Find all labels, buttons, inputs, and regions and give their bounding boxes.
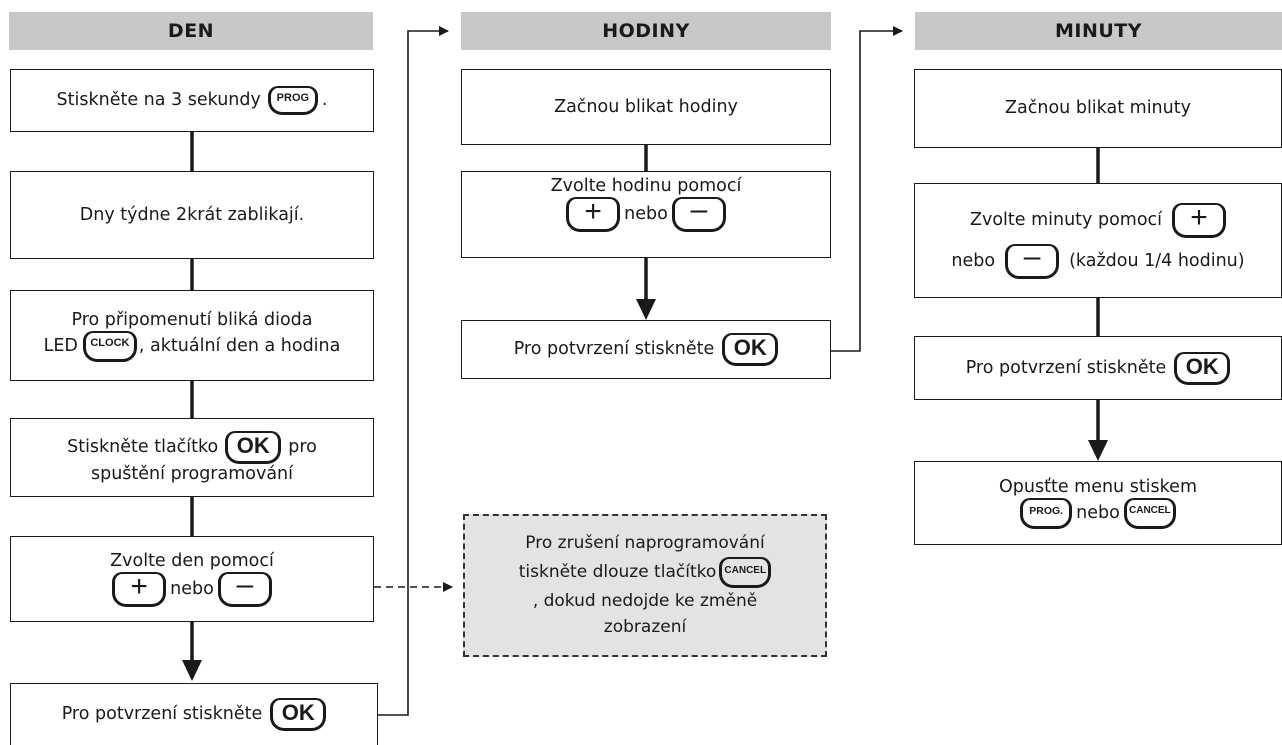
clock-key-icon: CLOCK (82, 330, 137, 362)
hodiny-step-blink: Začnou blikat hodiny (461, 69, 831, 145)
den-to-hodiny-connector (378, 26, 449, 716)
minus-key-icon: – (671, 193, 726, 232)
minuty-step-blink: Začnou blikat minuty (914, 69, 1282, 148)
minus-key-icon: – (217, 568, 272, 607)
hodiny-step-select-hour: Zvolte hodinu pomocí + nebo – (461, 171, 831, 258)
minuty-arrowhead (1088, 440, 1108, 461)
den-step-confirm: Pro potvrzení stiskněte OK (10, 683, 378, 745)
header-hodiny: HODINY (461, 12, 831, 50)
den-step-hold-prog-text: Stiskněte na 3 sekundy (56, 90, 261, 110)
hodiny-step-confirm: Pro potvrzení stiskněte OK (461, 320, 831, 379)
minuty-step-exit-menu: Opusťte menu stiskem PROG. nebo CANCEL (914, 461, 1282, 545)
minuty-step-select-minutes: Zvolte minuty pomocí + nebo – (každou 1/… (914, 183, 1282, 298)
ok-key-icon: OK (270, 698, 327, 731)
header-minuty: MINUTY (915, 12, 1282, 50)
minuty-step-confirm: Pro potvrzení stiskněte OK (914, 336, 1282, 400)
den-step-led-clock: Pro připomenutí bliká dioda LED CLOCK , … (10, 290, 374, 381)
plus-key-icon: + (1172, 201, 1227, 238)
hodiny-arrowhead (636, 299, 656, 320)
cancel-note: Pro zrušení naprogramování tiskněte dlou… (463, 514, 827, 657)
prog-key-icon: PROG. (1020, 498, 1073, 529)
den-step-days-blink: Dny týdne 2krát zablikají. (10, 171, 374, 259)
hodiny-to-minuty-connector (830, 26, 903, 352)
den-step-select-day: Zvolte den pomocí + nebo – (10, 536, 374, 622)
cancel-key-icon: CANCEL (719, 556, 772, 588)
den-arrowhead (182, 660, 202, 681)
ok-key-icon: OK (1174, 351, 1231, 385)
plus-key-icon: + (566, 195, 621, 232)
den-step-start-programming: Stiskněte tlačítko OK pro spuštění progr… (10, 418, 374, 497)
plus-key-icon: + (112, 570, 167, 607)
cancel-key-icon: CANCEL (1123, 498, 1176, 529)
ok-key-icon: OK (225, 430, 282, 464)
ok-key-icon: OK (722, 333, 779, 366)
prog-key-icon: PROG (267, 86, 318, 115)
minus-key-icon: – (1005, 240, 1060, 279)
header-den: DEN (9, 12, 373, 50)
den-step-hold-prog: Stiskněte na 3 sekundy PROG . (10, 69, 374, 132)
